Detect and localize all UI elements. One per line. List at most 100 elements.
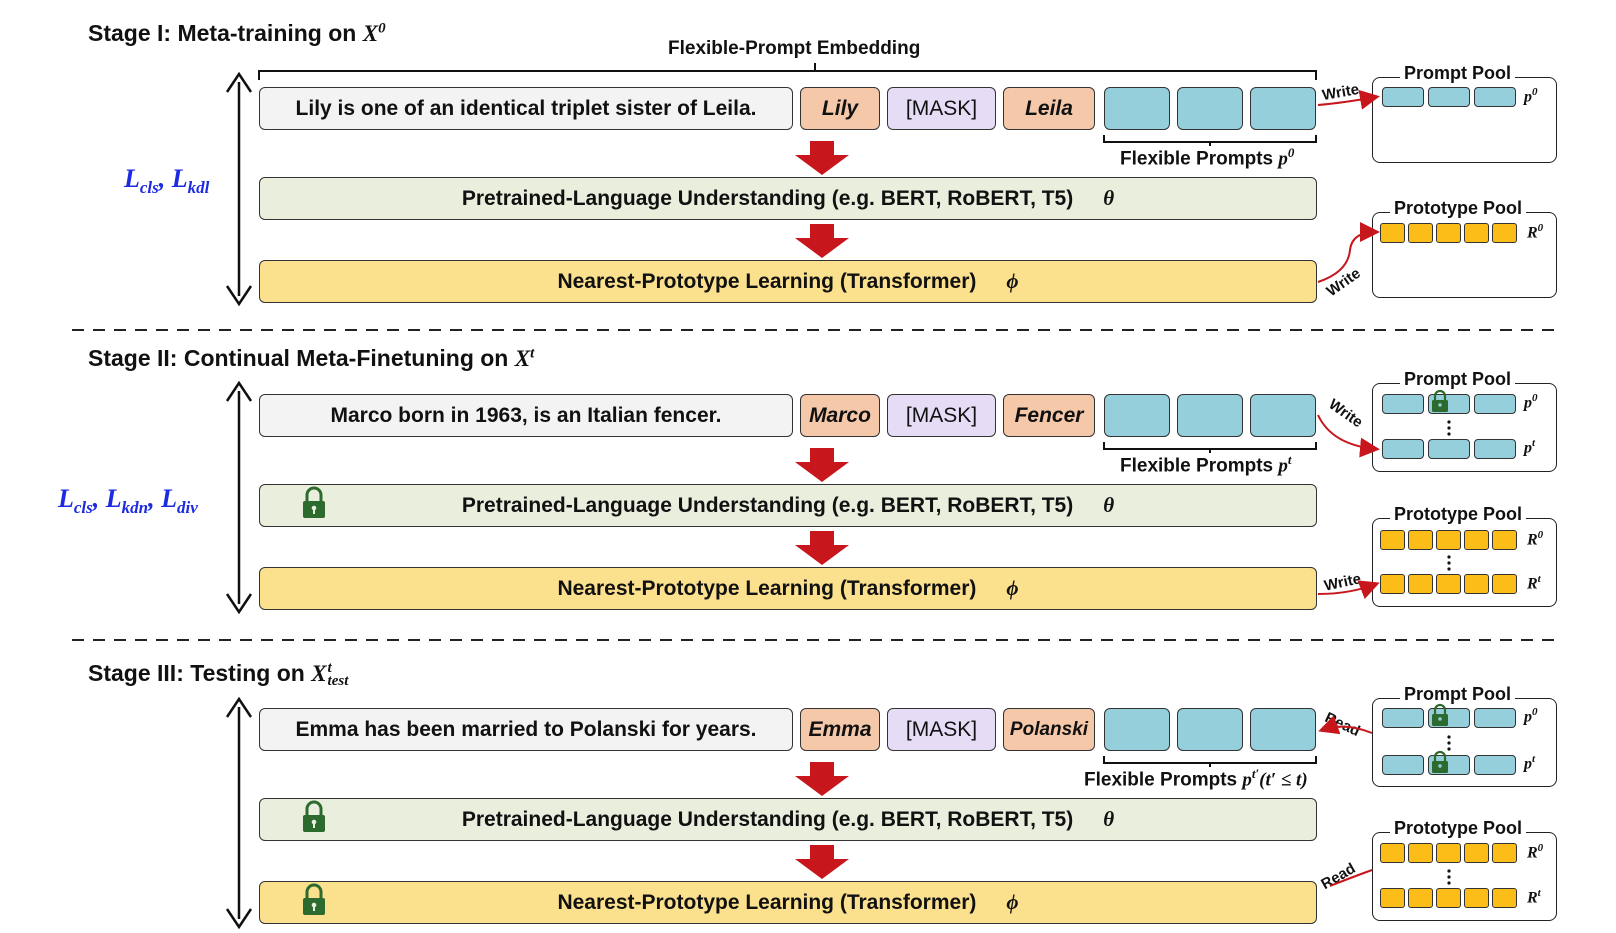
stage3-pool-p0: p0 (1524, 706, 1538, 726)
stage3-pool-Rt: Rt (1527, 887, 1541, 907)
stage1-losses: Lcls, Lkdl (124, 164, 210, 198)
flexible-prompt-embedding-label: Flexible-Prompt Embedding (668, 38, 921, 59)
stage3-flexible-prompt-2 (1177, 708, 1243, 751)
stage1-mask-token: [MASK] (887, 87, 996, 130)
stage2-prompts-brace (1103, 442, 1317, 453)
stage1-proto-write-arrow (1317, 222, 1380, 283)
stage1-npl-bar: Nearest-Prototype Learning (Transformer)… (259, 260, 1317, 303)
stage3-pool-prompt-cell (1382, 708, 1424, 728)
stage3-vertical-arrow (225, 696, 253, 930)
stage3-mask-token: [MASK] (887, 708, 996, 751)
stage2-plu-lock-icon (301, 486, 327, 520)
stage1-npl-label: Nearest-Prototype Learning (Transformer) (557, 269, 977, 293)
stage2-prompt-pool-title: Prompt Pool (1400, 369, 1515, 390)
stage3-prompt-read-arrow (1318, 715, 1373, 735)
stage1-vertical-arrow (225, 71, 253, 307)
stage3-npl-lock-icon (301, 883, 327, 917)
stage1-down-arrow-1 (795, 141, 849, 175)
stage2-proto-pool-dots (1447, 555, 1451, 571)
stage3-pool-R0: R0 (1527, 842, 1544, 862)
stage2-pool-prompt-cell (1474, 394, 1516, 414)
stage2-vertical-arrow (225, 380, 253, 615)
stage3-token-head: Emma (800, 708, 880, 751)
stage1-down-arrow-2 (795, 224, 849, 258)
stage3-pool-prompt-cell (1474, 708, 1516, 728)
stage1-pool-p0: p0 (1524, 86, 1538, 106)
stage2-losses: Lcls, Lkdn, Ldiv (58, 484, 198, 518)
stage1-plu-bar: Pretrained-Language Understanding (e.g. … (259, 177, 1317, 220)
stage1-prompt-pool-title: Prompt Pool (1400, 63, 1515, 84)
stage1-sentence: Lily is one of an identical triplet sist… (259, 87, 793, 130)
stage1-flexible-prompt-1 (1104, 87, 1170, 130)
stage3-pool-lock-icon-2 (1430, 750, 1450, 775)
stage1-title-math: X (362, 21, 379, 46)
stage3-plu-lock-icon (301, 800, 327, 834)
stage1-flexible-prompt-2 (1177, 87, 1243, 130)
stage2-token-head: Marco (800, 394, 880, 437)
stage3-prototype-pool-title: Prototype Pool (1390, 818, 1527, 839)
stage2-down-arrow-2 (795, 531, 849, 565)
stage1-title-text: Stage I: Meta-training on (88, 20, 363, 46)
stage2-pool-prompt-cell (1474, 439, 1516, 459)
stage3-sentence: Emma has been married to Polanski for ye… (259, 708, 793, 751)
stage2-down-arrow-1 (795, 448, 849, 482)
stage2-pool-R0: R0 (1527, 529, 1544, 549)
stage3-pool-prompt-cell (1474, 755, 1516, 775)
stage3-proto-read-arrow (1329, 869, 1373, 887)
stage2-token-tail: Fencer (1003, 394, 1095, 437)
stage2-pool-prompt-cell (1428, 439, 1470, 459)
stage1-pool-prompt-cell (1428, 87, 1470, 107)
stage3-proto-pool-dots (1447, 869, 1451, 885)
stage2-prompt-write-arrow (1317, 414, 1380, 458)
stage2-flexible-prompt-3 (1250, 394, 1316, 437)
stage3-pool-prompt-cell (1382, 755, 1424, 775)
stage2-proto-write-arrow (1317, 580, 1380, 600)
stage1-prototype-pool-title: Prototype Pool (1390, 198, 1527, 219)
stage2-prompt-pool-dots (1447, 420, 1451, 436)
stage1-pool-prompt-cell (1382, 87, 1424, 107)
stage3-pool-pt: pt (1524, 753, 1536, 773)
stage2-sentence: Marco born in 1963, is an Italian fencer… (259, 394, 793, 437)
stage2-pool-prompt-cell (1382, 394, 1424, 414)
stage3-prompt-pool-title: Prompt Pool (1400, 684, 1515, 705)
stage2-pool-Rt: Rt (1527, 573, 1541, 593)
stage2-pool-prompt-cell (1382, 439, 1424, 459)
stage2-pool-pt: pt (1524, 437, 1536, 457)
stage3-npl-bar: Nearest-Prototype Learning (Transformer)… (259, 881, 1317, 924)
stage2-pool-p0: p0 (1524, 392, 1538, 412)
stage3-down-arrow-2 (795, 845, 849, 879)
stage3-prompt-pool-dots (1447, 735, 1451, 751)
stage1-title-sup: 0 (378, 20, 386, 37)
stage2-prompts-label: Flexible Prompts pt (1120, 452, 1292, 477)
stage1-flexible-prompt-3 (1250, 87, 1316, 130)
stage3-plu-bar: Pretrained-Language Understanding (e.g. … (259, 798, 1317, 841)
stage2-flexible-prompt-1 (1104, 394, 1170, 437)
stage3-prompts-brace (1103, 756, 1317, 767)
stage2-plu-bar: Pretrained-Language Understanding (e.g. … (259, 484, 1317, 527)
stage1-plu-label: Pretrained-Language Understanding (e.g. … (461, 186, 1074, 210)
stage1-token-head: Lily (800, 87, 880, 130)
stage1-token-tail: Leila (1003, 87, 1095, 130)
stage1-prompt-write-arrow (1317, 89, 1380, 110)
stage3-prompts-label: Flexible Prompts pt′(t′ ≤ t) (1084, 766, 1308, 791)
stage3-flexible-prompt-1 (1104, 708, 1170, 751)
stage1-theta: θ (1103, 186, 1115, 210)
stage1-pool-prompt-cell (1474, 87, 1516, 107)
stage2-mask-token: [MASK] (887, 394, 996, 437)
stage2-flexible-prompt-2 (1177, 394, 1243, 437)
stage2-npl-bar: Nearest-Prototype Learning (Transformer)… (259, 567, 1317, 610)
stage1-title: Stage I: Meta-training on X0 (88, 20, 386, 47)
stage3-token-tail: Polanski (1003, 708, 1095, 751)
stage2-title: Stage II: Continual Meta-Finetuning on X… (88, 345, 535, 371)
stage2-pool-lock-icon (1430, 389, 1450, 414)
stage2-prototype-pool-title: Prototype Pool (1390, 504, 1527, 525)
stage1-prompts-brace (1103, 135, 1317, 146)
stage1-prompts-label: Flexible Prompts p0 (1120, 145, 1295, 170)
embedding-brace (258, 63, 1317, 80)
stage3-flexible-prompt-3 (1250, 708, 1316, 751)
stage1-pool-R0: R0 (1527, 222, 1544, 242)
stage3-pool-lock-icon-1 (1430, 703, 1450, 728)
stage3-down-arrow-1 (795, 762, 849, 796)
